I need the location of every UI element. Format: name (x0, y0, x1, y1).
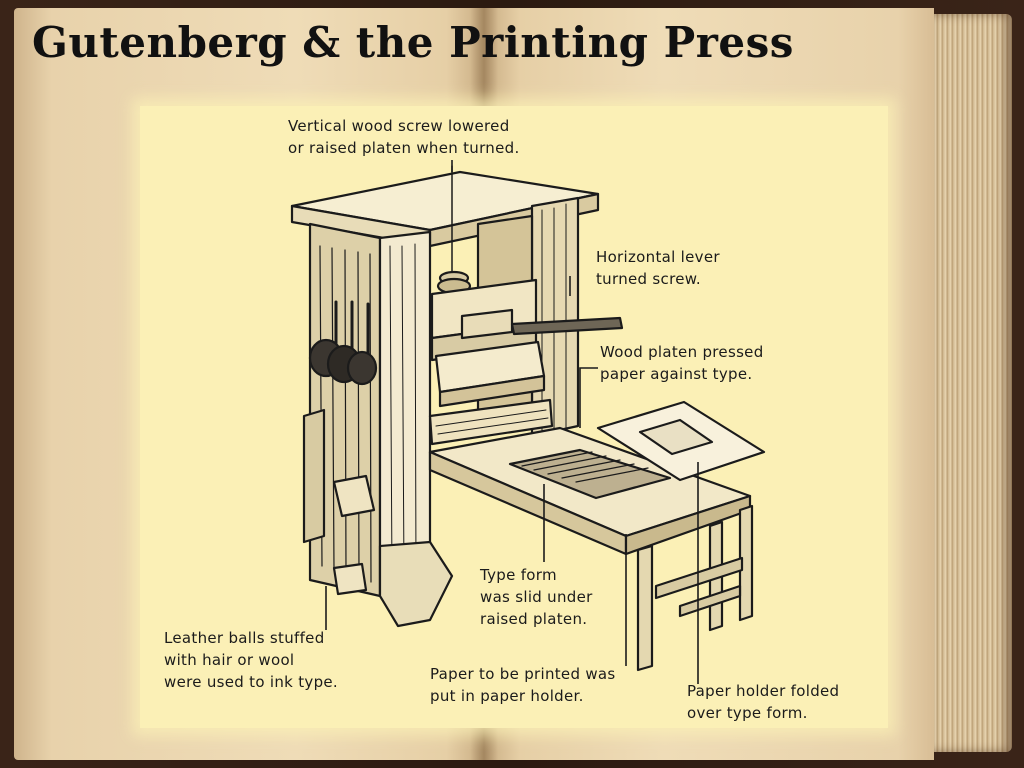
label-wood-platen-line-1: Wood platen pressed (600, 343, 764, 361)
press-lever (430, 278, 624, 362)
label-horizontal-lever-line-1: Horizontal lever (596, 248, 720, 266)
label-type-form-line-2: was slid under (480, 588, 593, 606)
label-leather-balls-line-2: with hair or wool (164, 651, 295, 669)
press-carriage-bed (428, 426, 752, 556)
label-leather-balls: Leather balls stuffed with hair or wool … (164, 627, 338, 693)
leader-lines (325, 160, 699, 684)
label-paper-holder: Paper holder folded over type form. (687, 680, 839, 724)
label-wood-screw-line-1: Vertical wood screw lowered (288, 117, 510, 135)
label-horizontal-lever: Horizontal lever turned screw. (596, 246, 720, 290)
press-paper-holder (596, 400, 766, 482)
page-edges (934, 14, 1012, 752)
label-wood-screw-line-2: or raised platen when turned. (288, 139, 520, 157)
page-title: Gutenberg & the Printing Press (32, 18, 794, 67)
label-paper: Paper to be printed was put in paper hol… (430, 663, 616, 707)
label-type-form-line-1: Type form (480, 566, 557, 584)
press-side-blocks (302, 408, 376, 596)
label-wood-platen-line-2: paper against type. (600, 365, 753, 383)
label-paper-holder-line-2: over type form. (687, 704, 808, 722)
label-type-form: Type form was slid under raised platen. (480, 564, 593, 630)
press-legs (636, 504, 754, 672)
printing-press-illustration (290, 160, 766, 684)
ink-balls (308, 300, 378, 386)
label-type-form-line-3: raised platen. (480, 610, 588, 628)
label-leather-balls-line-1: Leather balls stuffed (164, 629, 325, 647)
press-platen (428, 340, 554, 446)
label-paper-line-2: put in paper holder. (430, 687, 584, 705)
label-paper-line-1: Paper to be printed was (430, 665, 616, 683)
label-wood-platen: Wood platen pressed paper against type. (600, 341, 764, 385)
label-paper-holder-line-1: Paper holder folded (687, 682, 840, 700)
label-horizontal-lever-line-2: turned screw. (596, 270, 702, 288)
label-wood-screw: Vertical wood screw lowered or raised pl… (288, 115, 520, 159)
label-leather-balls-line-3: were used to ink type. (164, 673, 339, 691)
